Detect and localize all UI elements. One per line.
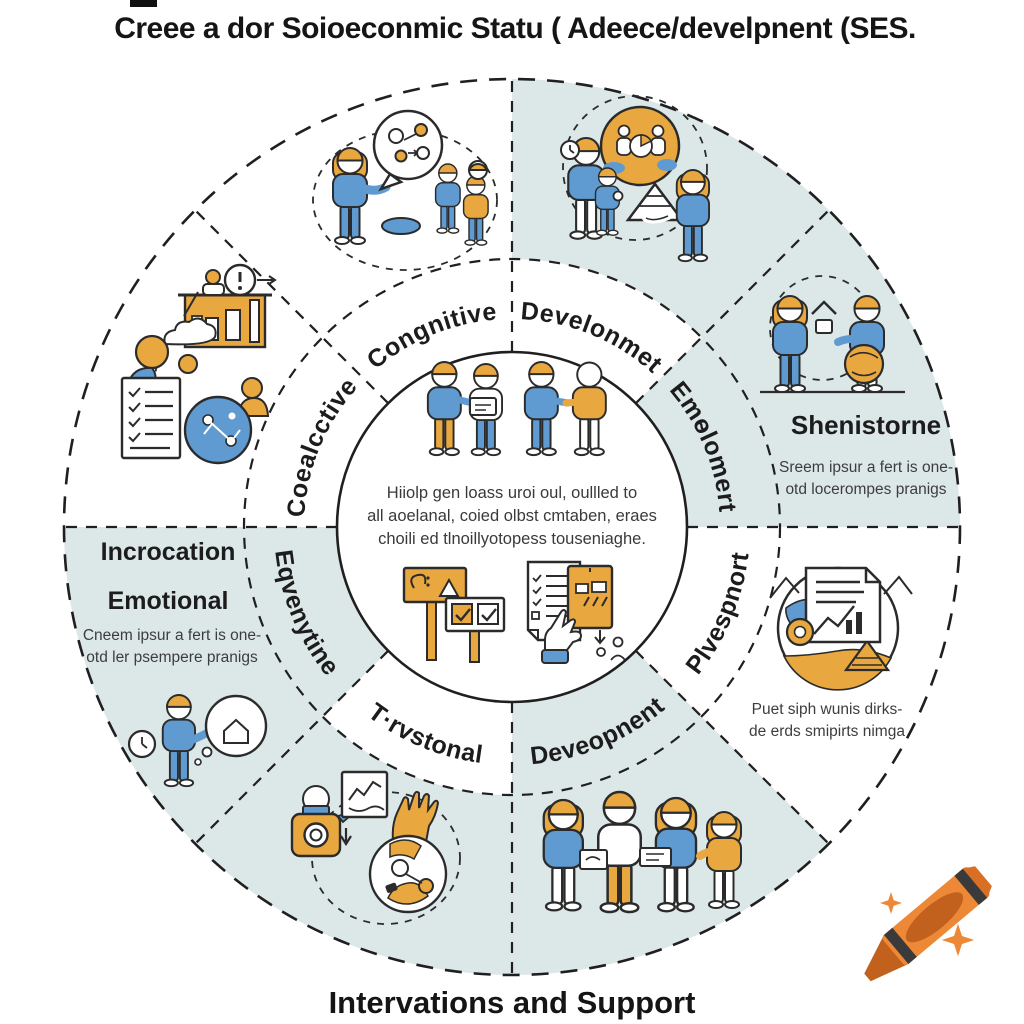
- house-exchange-scene: Shenistorne Sreem ipsur a fert is one- o…: [760, 275, 953, 498]
- sector-left-lower: [64, 527, 323, 844]
- section-heading-left-1: Incrocation: [101, 538, 236, 566]
- globe-report-scene: Puet siph wunis dirks- de erds smipirts …: [749, 566, 913, 740]
- house-icon: [811, 300, 837, 334]
- ring-label-support: Plvespnort: [680, 550, 754, 679]
- ring-dashed-circle: [242, 257, 782, 797]
- thought-bubble-icon: [194, 694, 268, 766]
- group-people-icon: [434, 160, 489, 246]
- speech-bubble-scene: [312, 109, 498, 271]
- camera-hand-globe-scene: [290, 770, 461, 925]
- down-arrow-icon: [340, 828, 352, 847]
- roof-person-icon: [205, 269, 221, 285]
- clock-icon: [560, 140, 580, 160]
- section-body-right-2: otd locerompes pranigs: [785, 481, 946, 498]
- ellipse-platform: [381, 217, 421, 235]
- center-text-2: all aoelanal, coied olbst cmtaben, eraes: [367, 507, 657, 525]
- pie-circle-icon: [599, 105, 681, 187]
- head-icon: [134, 334, 170, 370]
- section-body-left-1: Cneem ipsur a fert is one-: [83, 627, 261, 644]
- center-text-3: choili ed tlnoillyotopess touseniaghe.: [378, 530, 646, 548]
- document-icon: [804, 566, 882, 644]
- group-pyramid-scene: [560, 95, 710, 263]
- outer-dashed-circle: [62, 77, 962, 977]
- billboard-icon: [402, 566, 506, 663]
- molecule-icon: [183, 395, 253, 465]
- footer-title: Intervations and Support: [329, 985, 696, 1020]
- ring-band-bottom-right: [512, 650, 702, 795]
- clock-icon-2: [127, 729, 157, 759]
- cloud-icon: [163, 317, 217, 346]
- sparkle-icon: [879, 891, 903, 915]
- center-text-1: Hiiolp gen loass uroi oul, oullled to: [387, 484, 637, 502]
- sector-bottom-left: [195, 716, 512, 975]
- checklist-icon: [120, 376, 182, 460]
- section-body-left-2: otd ler psempere pranigs: [86, 649, 258, 666]
- ring-band-right-upper: [635, 337, 780, 527]
- section-heading-right: Shenistorne: [791, 410, 941, 440]
- crayon-icon: [864, 866, 992, 982]
- section-body-right-1: Sreem ipsur a fert is one-: [779, 459, 953, 476]
- building-checklist-scene: [120, 263, 277, 465]
- ring-band-left-lower: [244, 527, 389, 717]
- badge-icon: [785, 617, 815, 647]
- building-icon: [178, 269, 272, 349]
- card-icon-2: [639, 847, 672, 867]
- page-title: Creee a dor Soioeconmic Statu ( Adeece/d…: [114, 12, 916, 45]
- section-heading-left-2: Emotional: [108, 587, 229, 615]
- emotional-scene: Incrocation Emotional Cneem ipsur a fert…: [83, 538, 268, 788]
- speech-bubble-icon: [372, 109, 444, 192]
- center-content: Hiiolp gen loass uroi oul, oullled to al…: [367, 361, 657, 664]
- globe-icon: [368, 834, 448, 914]
- ball-icon: [843, 343, 885, 385]
- sector-right-upper: [701, 210, 960, 527]
- exclamation-icon: [223, 263, 277, 297]
- document-hand-icon: [526, 560, 626, 664]
- ring-label-transitional: T·rvstonal: [363, 698, 485, 769]
- family-cards-scene: [542, 790, 742, 914]
- center-circle: [335, 350, 689, 704]
- bulb-icon: [178, 354, 198, 374]
- section-body-globe-1: Puet siph wunis dirks-: [752, 701, 903, 718]
- section-body-globe-2: de erds smipirts nimga: [749, 723, 905, 740]
- top-left-mark: [130, 0, 157, 7]
- chart-paper-icon: [340, 770, 389, 819]
- card-icon: [579, 849, 608, 870]
- center-people-icon: [426, 361, 607, 457]
